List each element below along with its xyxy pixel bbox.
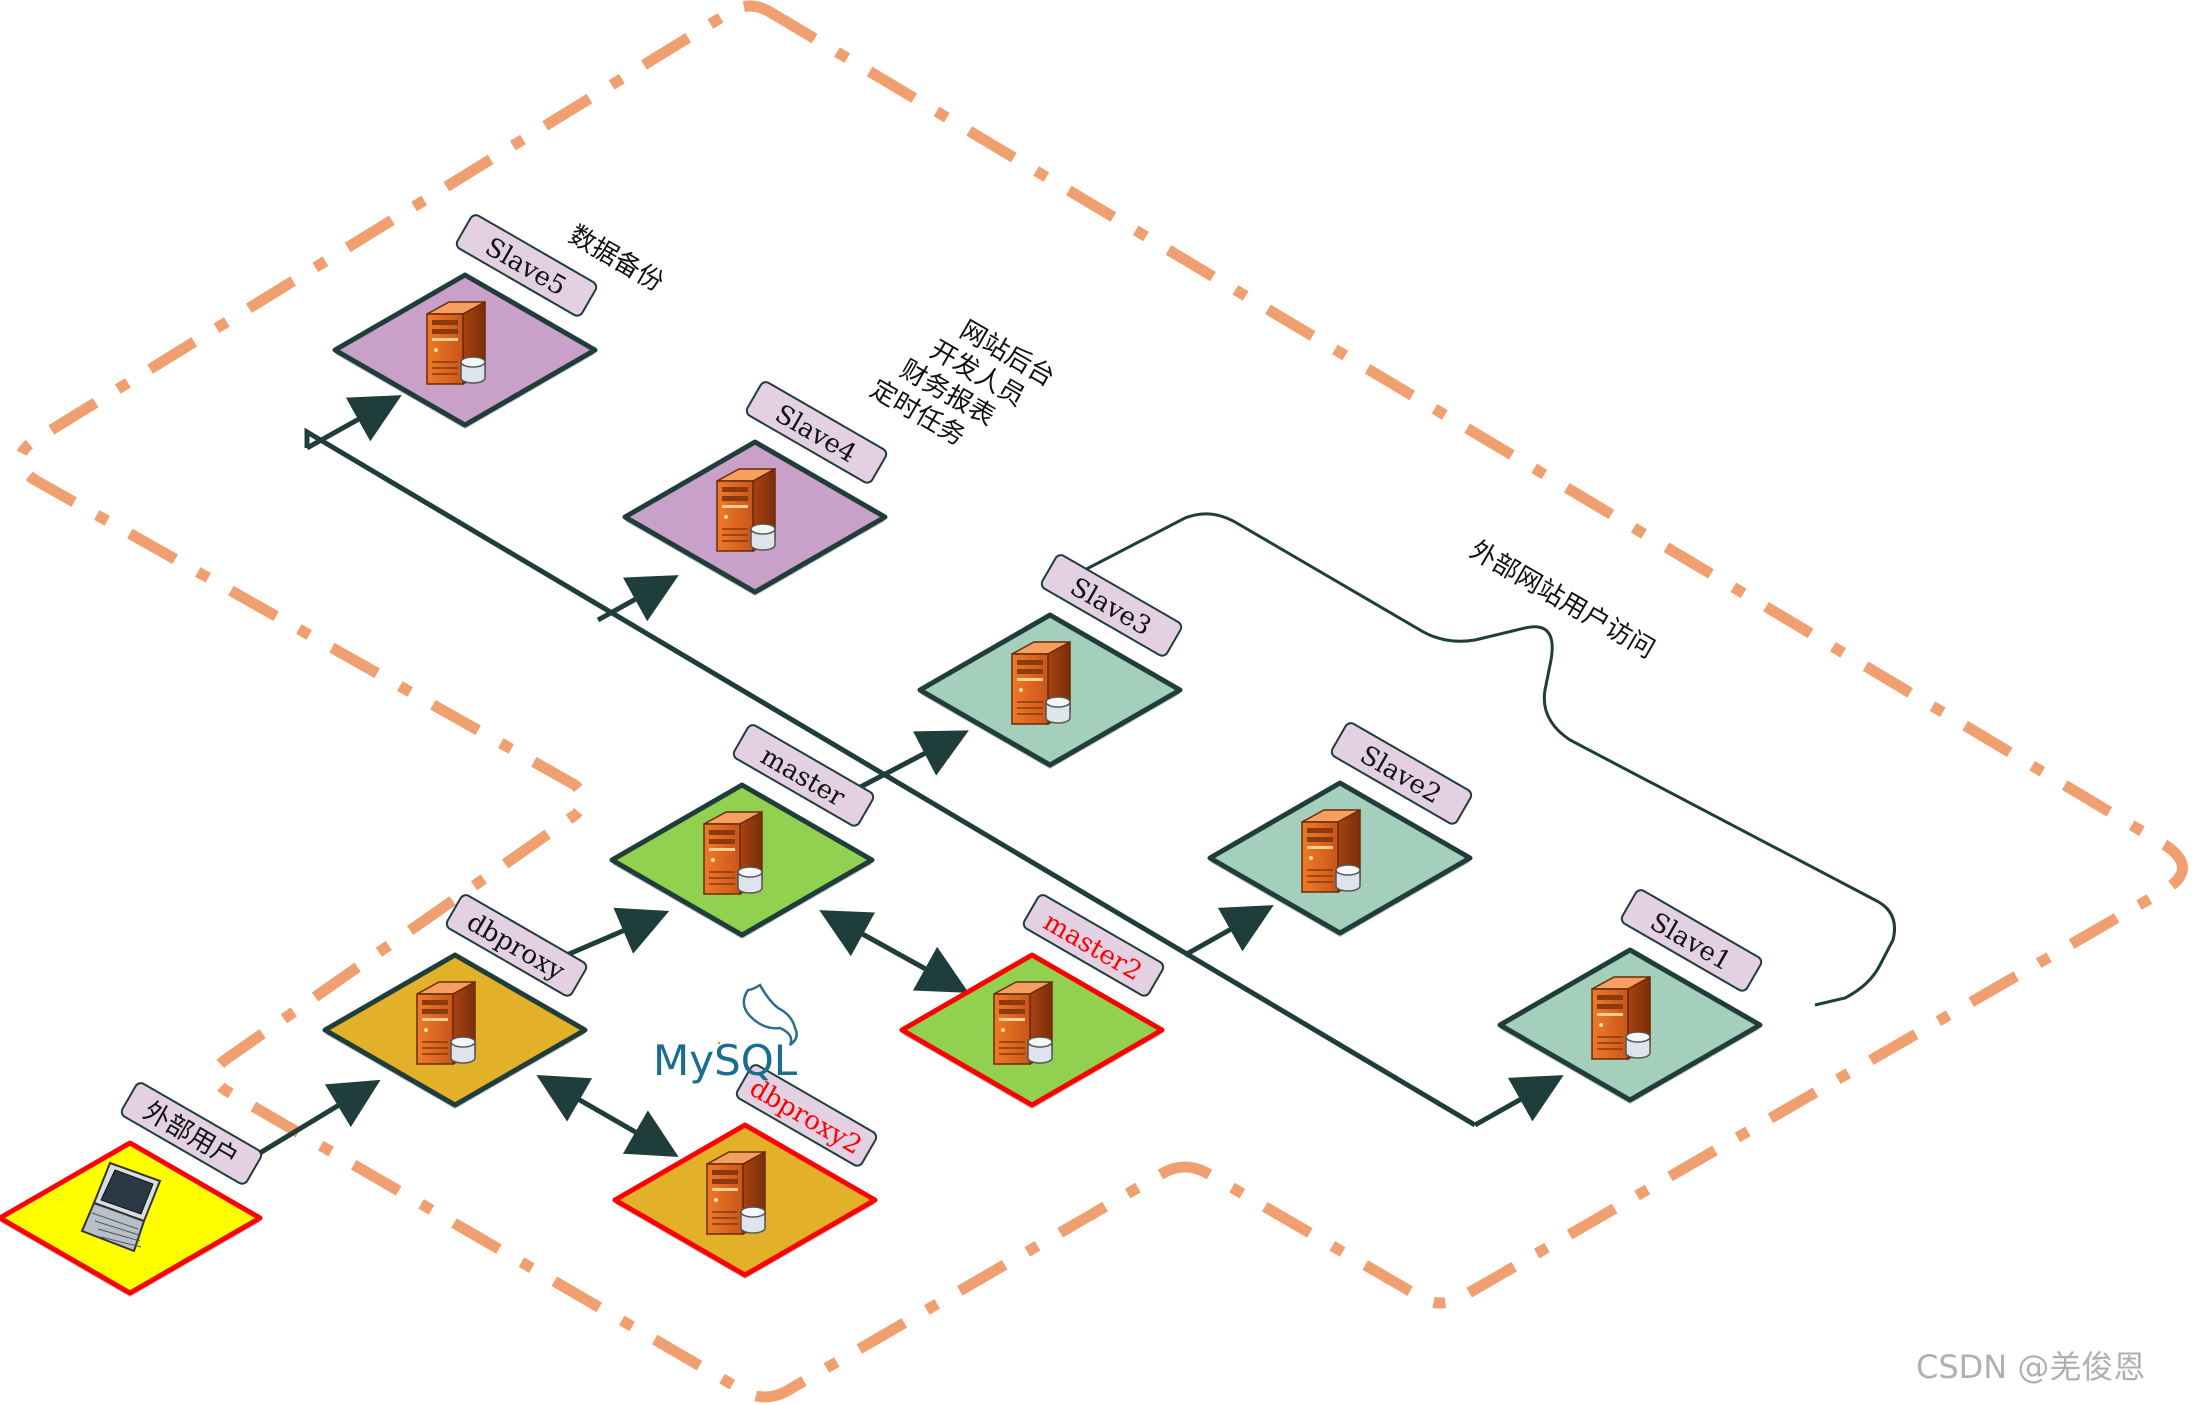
watermark: CSDN @羌俊恩 <box>1916 1348 2145 1386</box>
link-master-slave3 <box>843 730 969 798</box>
node-dbproxy2-tag-box <box>735 1064 878 1167</box>
link-dbproxy-dbproxy2 <box>536 1075 679 1157</box>
laptop-icon <box>80 1161 162 1253</box>
node-slave5: Slave5 <box>332 214 598 429</box>
server-icon <box>703 811 763 895</box>
node-slave4-tag-box <box>745 381 888 484</box>
node-slave5-tag-box <box>455 214 598 317</box>
server-icon <box>1301 809 1361 893</box>
server-icon <box>716 468 776 552</box>
link-client-dbproxy <box>238 1079 381 1168</box>
backup-trunk <box>304 427 1477 1128</box>
connections <box>238 395 1564 1168</box>
node-client-tag-box <box>120 1082 263 1185</box>
external-access-annotation: 外部网站用户访问 <box>1465 535 1660 665</box>
link-trunk-slave4 <box>596 575 679 623</box>
node-slave1: Slave1 <box>1497 889 1763 1104</box>
node-slave3-tag-box <box>1040 554 1183 657</box>
link-trunk-slave5 <box>305 395 402 451</box>
node-slave2-tag-box <box>1330 722 1473 825</box>
node-client: 外部用户 <box>0 1082 263 1297</box>
dolphin-icon <box>742 983 798 1047</box>
link-master-slave2 <box>1183 905 1274 958</box>
mysql-logo-text: MySQL <box>653 1036 798 1085</box>
nodes-layer: Slave5Slave4Slave3Slave2Slave1mastermast… <box>0 214 1763 1297</box>
node-master-tag-box <box>732 724 875 827</box>
mysql-logo: MySQL <box>653 983 798 1085</box>
mysql-logo-accent <box>718 1042 720 1044</box>
node-master2-tag-box <box>1022 894 1165 997</box>
link-trunk-slave1 <box>1473 1075 1564 1128</box>
node-dbproxy-tag-box <box>445 894 588 997</box>
server-icon <box>993 981 1053 1065</box>
node-slave2: Slave2 <box>1207 722 1473 937</box>
link-dbproxy-master <box>554 907 670 963</box>
node-slave1-tag-box <box>1620 889 1763 992</box>
server-icon <box>426 301 486 385</box>
node-master2: master2 <box>899 894 1165 1109</box>
access-bracket <box>1074 512 1896 1007</box>
link-master-master2 <box>819 910 969 993</box>
server-icon <box>1011 641 1071 725</box>
node-master: master <box>609 724 875 939</box>
node-dbproxy: dbproxy <box>322 894 588 1109</box>
server-icon <box>1591 976 1651 1060</box>
node-dbproxy2: dbproxy2 <box>612 1064 878 1279</box>
server-icon <box>706 1151 766 1235</box>
server-icon <box>416 981 476 1065</box>
node-slave4: Slave4 <box>622 381 888 596</box>
